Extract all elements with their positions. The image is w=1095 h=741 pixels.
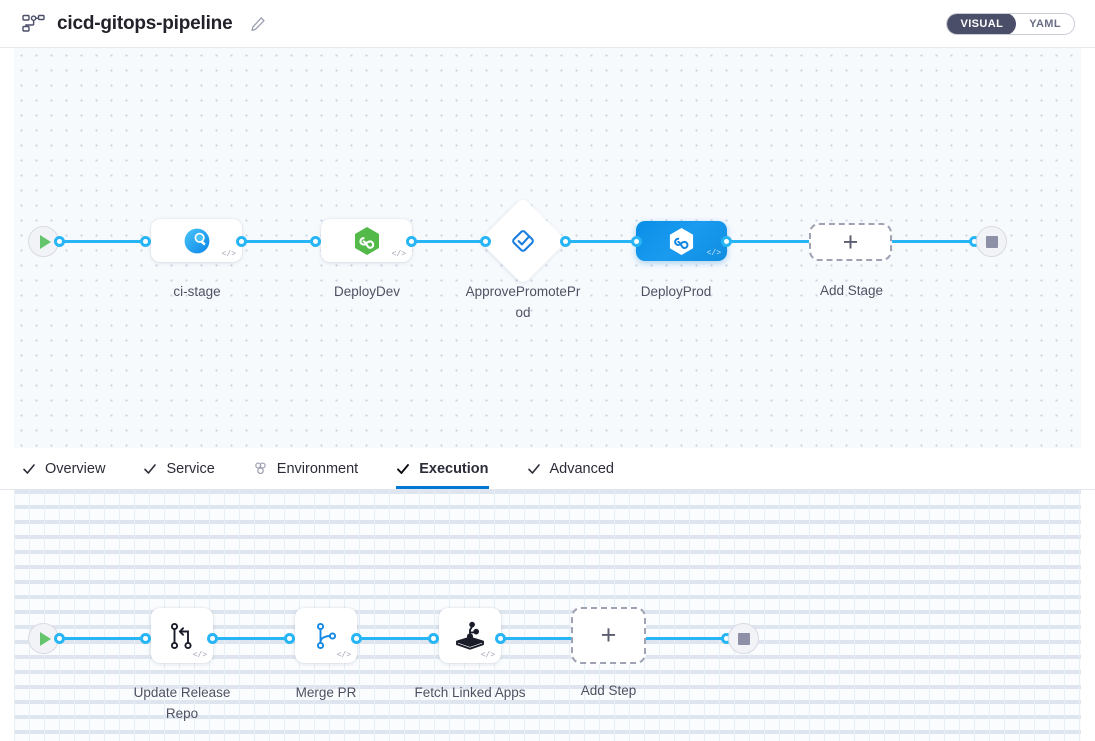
argo-hexagon-white-icon xyxy=(669,227,694,255)
harness-ci-icon xyxy=(184,228,209,253)
port-ci-stage-out xyxy=(236,236,247,247)
code-badge: </> xyxy=(391,250,406,259)
header-left: cicd-gitops-pipeline xyxy=(22,13,266,35)
check-icon xyxy=(144,463,157,474)
stage-config-tabs: Overview Service Environment Execution A… xyxy=(0,448,1095,490)
port-step3-in xyxy=(428,633,439,644)
play-icon xyxy=(39,631,51,646)
execution-canvas-inner: </> Update Release Repo </> Merge PR xyxy=(14,490,1081,741)
port-exec-start-out xyxy=(54,633,65,644)
add-stage-label: Add Stage xyxy=(819,283,884,298)
stage-canvas[interactable]: </> ci-stage </> DeployDev xyxy=(0,48,1095,448)
code-badge: </> xyxy=(336,651,351,660)
code-badge: </> xyxy=(192,651,207,660)
stop-icon xyxy=(985,235,998,248)
code-badge: </> xyxy=(706,249,721,258)
pipeline-start-node[interactable] xyxy=(28,226,59,257)
check-icon xyxy=(23,463,35,474)
port-step1-out xyxy=(207,633,218,644)
tab-label-execution: Execution xyxy=(419,460,489,477)
port-step1-in xyxy=(140,633,151,644)
tab-execution[interactable]: Execution xyxy=(396,448,489,489)
port-deployprod-out xyxy=(721,236,732,247)
play-icon xyxy=(39,234,51,249)
toggle-option-visual[interactable]: VISUAL xyxy=(947,13,1017,34)
stage-label-approvepromoteprod: ApprovePromoteProd xyxy=(465,284,581,320)
step-node-fetch-linked-apps[interactable]: </> xyxy=(439,608,501,663)
tab-label-environment: Environment xyxy=(276,460,359,477)
argo-hexagon-green-icon xyxy=(354,226,379,255)
stage-node-deploydev[interactable]: </> xyxy=(321,219,412,262)
tab-environment[interactable]: Environment xyxy=(253,448,358,489)
check-icon xyxy=(527,463,540,474)
stage-node-ci-stage[interactable]: </> xyxy=(151,219,242,262)
execution-canvas[interactable]: </> Update Release Repo </> Merge PR xyxy=(0,490,1095,741)
step-label-fetch-linked-apps: Fetch Linked Apps xyxy=(414,685,526,700)
pipeline-end-node[interactable] xyxy=(976,226,1007,257)
port-approve-out xyxy=(560,236,571,247)
step-node-update-release-repo[interactable]: </> xyxy=(151,608,213,663)
pipeline-nodes-icon xyxy=(22,14,46,34)
header-bar: cicd-gitops-pipeline VISUAL YAML xyxy=(0,0,1095,48)
port-ci-stage-in xyxy=(140,236,151,247)
add-stage-button[interactable]: + xyxy=(809,223,892,261)
port-approve-in xyxy=(480,236,491,247)
port-step2-in xyxy=(284,633,295,644)
port-deployprod-in xyxy=(631,236,642,247)
tab-label-service: Service xyxy=(166,460,215,477)
stage-label-ci-stage: ci-stage xyxy=(173,284,221,299)
edit-pencil-icon[interactable] xyxy=(243,16,266,32)
stage-label-deploydev: DeployDev xyxy=(333,284,401,299)
step-node-merge-pr[interactable]: </> xyxy=(295,608,357,663)
git-update-release-repo-icon xyxy=(170,622,192,649)
add-step-button[interactable]: + xyxy=(571,607,646,664)
port-deploydev-out xyxy=(406,236,417,247)
code-badge: </> xyxy=(480,651,495,660)
harness-box-fetch-apps-icon xyxy=(456,621,484,650)
plus-icon: + xyxy=(842,226,859,257)
stage-node-approvepromoteprod[interactable] xyxy=(479,197,567,285)
environment-infra-icon xyxy=(255,462,266,475)
execution-end-node[interactable] xyxy=(728,623,759,654)
plus-icon: + xyxy=(600,620,617,650)
stage-canvas-inner: </> ci-stage </> DeployDev xyxy=(14,48,1081,448)
visual-yaml-toggle[interactable]: VISUAL YAML xyxy=(946,12,1075,35)
add-step-label: Add Step xyxy=(580,683,637,698)
port-deploydev-in xyxy=(310,236,321,247)
tab-label-advanced: Advanced xyxy=(549,460,615,477)
stop-icon xyxy=(737,632,750,645)
port-step2-out xyxy=(351,633,362,644)
tab-overview[interactable]: Overview xyxy=(22,448,105,489)
page-title: cicd-gitops-pipeline xyxy=(57,12,233,34)
stage-node-deployprod[interactable]: </> xyxy=(636,221,727,261)
tab-service[interactable]: Service xyxy=(143,448,215,489)
tab-advanced[interactable]: Advanced xyxy=(527,448,615,489)
step-label-merge-pr: Merge PR xyxy=(295,685,357,700)
approval-check-icon xyxy=(512,230,534,252)
toggle-option-yaml[interactable]: YAML xyxy=(1029,17,1061,30)
port-step3-out xyxy=(495,633,506,644)
stage-label-deployprod: DeployProd xyxy=(640,284,712,299)
code-badge: </> xyxy=(221,250,236,259)
step-label-update-release-repo: Update Release Repo xyxy=(133,685,231,721)
execution-connector-rail xyxy=(56,637,734,640)
git-branch-merge-icon xyxy=(316,622,337,649)
port-start-out xyxy=(54,236,65,247)
check-icon xyxy=(397,463,410,474)
tab-label-overview: Overview xyxy=(45,460,106,477)
